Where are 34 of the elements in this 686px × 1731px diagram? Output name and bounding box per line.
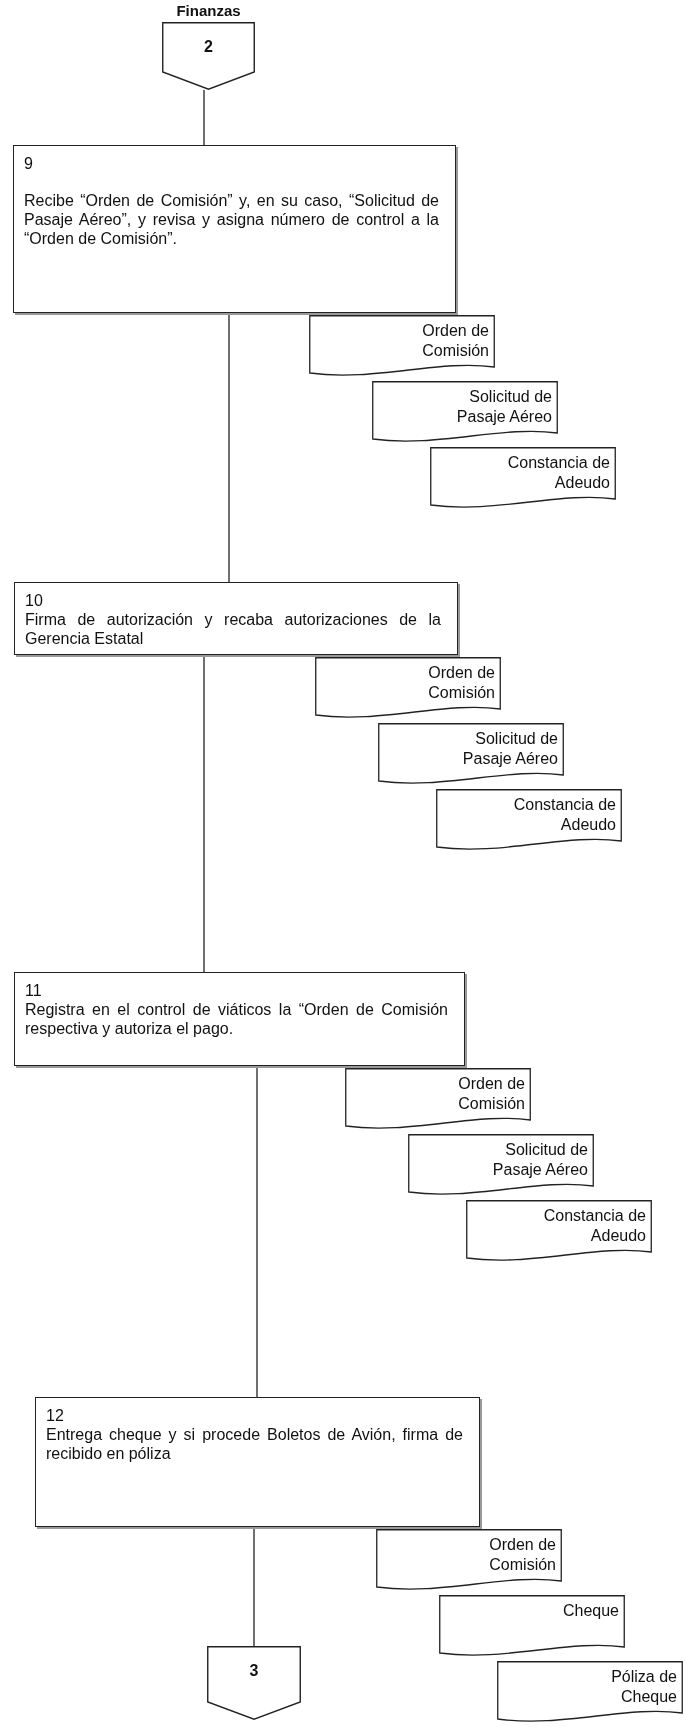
document-label: Solicitud de Pasaje Aéreo bbox=[491, 1140, 588, 1180]
document-label: Orden de Comisión bbox=[421, 321, 489, 361]
document-label: Constancia de Adeudo bbox=[512, 795, 616, 835]
step-text: Registra en el control de viáticos la “Orden de Comisión respectiva y autoriza el pago. bbox=[25, 1000, 448, 1038]
connector-number: 3 bbox=[248, 1662, 260, 1680]
document-label: Orden de Comisión bbox=[457, 1074, 525, 1114]
step-text: Firma de autorización y recaba autorizaciones de la Gerencia Estatal bbox=[25, 610, 441, 648]
connector-line bbox=[253, 1526, 255, 1647]
document-label: Solicitud de Pasaje Aéreo bbox=[461, 729, 558, 769]
document-label: Constancia de Adeudo bbox=[506, 453, 610, 493]
off-page-connector bbox=[207, 1646, 301, 1720]
connector-line bbox=[228, 312, 230, 583]
step-number: 10 bbox=[25, 591, 44, 610]
process-box bbox=[13, 145, 456, 313]
process-box bbox=[14, 972, 465, 1066]
step-number: 12 bbox=[46, 1406, 65, 1425]
connector-line bbox=[256, 1065, 258, 1398]
document-label: Orden de Comisión bbox=[488, 1535, 556, 1575]
document-label: Constancia de Adeudo bbox=[542, 1206, 646, 1246]
connector-number: 2 bbox=[203, 38, 214, 56]
off-page-connector bbox=[162, 22, 255, 90]
process-box bbox=[14, 582, 458, 655]
document-label: Solicitud de Pasaje Aéreo bbox=[455, 387, 552, 427]
step-number: 11 bbox=[25, 981, 43, 1000]
step-text: Entrega cheque y si procede Boletos de Avión, firma de recibido en póliza bbox=[46, 1425, 463, 1463]
document-label: Cheque bbox=[561, 1601, 619, 1621]
connector-line bbox=[203, 89, 205, 146]
document-label: Póliza de Cheque bbox=[610, 1667, 677, 1707]
step-text: Recibe “Orden de Comisión” y, en su caso, “Solicitud de Pasaje Aéreo”, y revisa y asigna número de control a la “Orden de Comisión”. bbox=[24, 191, 439, 248]
process-box bbox=[35, 1397, 480, 1527]
step-number: 9 bbox=[24, 154, 34, 173]
document-label: Orden de Comisión bbox=[427, 663, 495, 703]
section-heading: Finanzas bbox=[175, 2, 242, 20]
connector-line bbox=[203, 654, 205, 973]
